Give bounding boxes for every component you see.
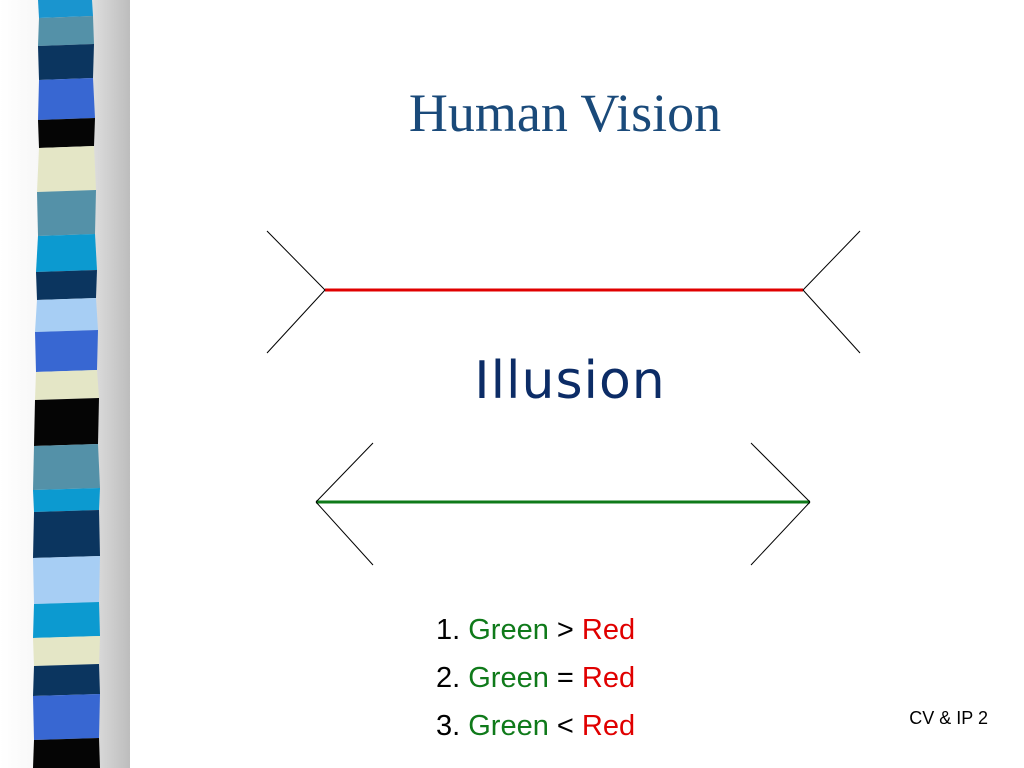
red-line-left-fin-bottom (266, 289, 326, 354)
option-2-number: 2. (436, 662, 461, 694)
red-line-group (266, 230, 861, 354)
illusion-label: Illusion (474, 351, 666, 411)
option-2: 2. Green = Red (436, 654, 635, 702)
option-3-green: Green (468, 710, 549, 742)
green-line-group (315, 442, 811, 566)
option-2-green: Green (468, 662, 549, 694)
option-2-red: Red (581, 662, 636, 694)
slide-footer: CV & IP 2 (909, 708, 988, 728)
stripe-bands (33, 0, 100, 768)
green-line-right-fin-bottom (750, 501, 811, 566)
red-line-right-fin-top (802, 230, 861, 291)
option-2-operator: = (556, 662, 574, 694)
green-line-left-fin-top (315, 442, 374, 503)
option-3-number: 3. (436, 710, 461, 742)
option-1-operator: > (556, 614, 574, 646)
red-line-right-fin-bottom (802, 289, 861, 354)
option-1-green: Green (468, 614, 549, 646)
slide-title: Human Vision (408, 83, 722, 143)
option-3-operator: < (556, 710, 574, 742)
option-3: 3. Green < Red (436, 702, 635, 750)
option-1-red: Red (581, 614, 636, 646)
option-1: 1. Green > Red (436, 606, 635, 654)
answer-options: 1. Green > Red 2. Green = Red 3. Green <… (436, 606, 635, 750)
option-1-number: 1. (436, 614, 461, 646)
option-3-red: Red (581, 710, 636, 742)
red-line-left-fin-top (266, 230, 326, 291)
decorative-stripe-strip (0, 0, 130, 768)
green-line-right-fin-top (750, 442, 811, 503)
green-line-left-fin-bottom (315, 501, 374, 566)
